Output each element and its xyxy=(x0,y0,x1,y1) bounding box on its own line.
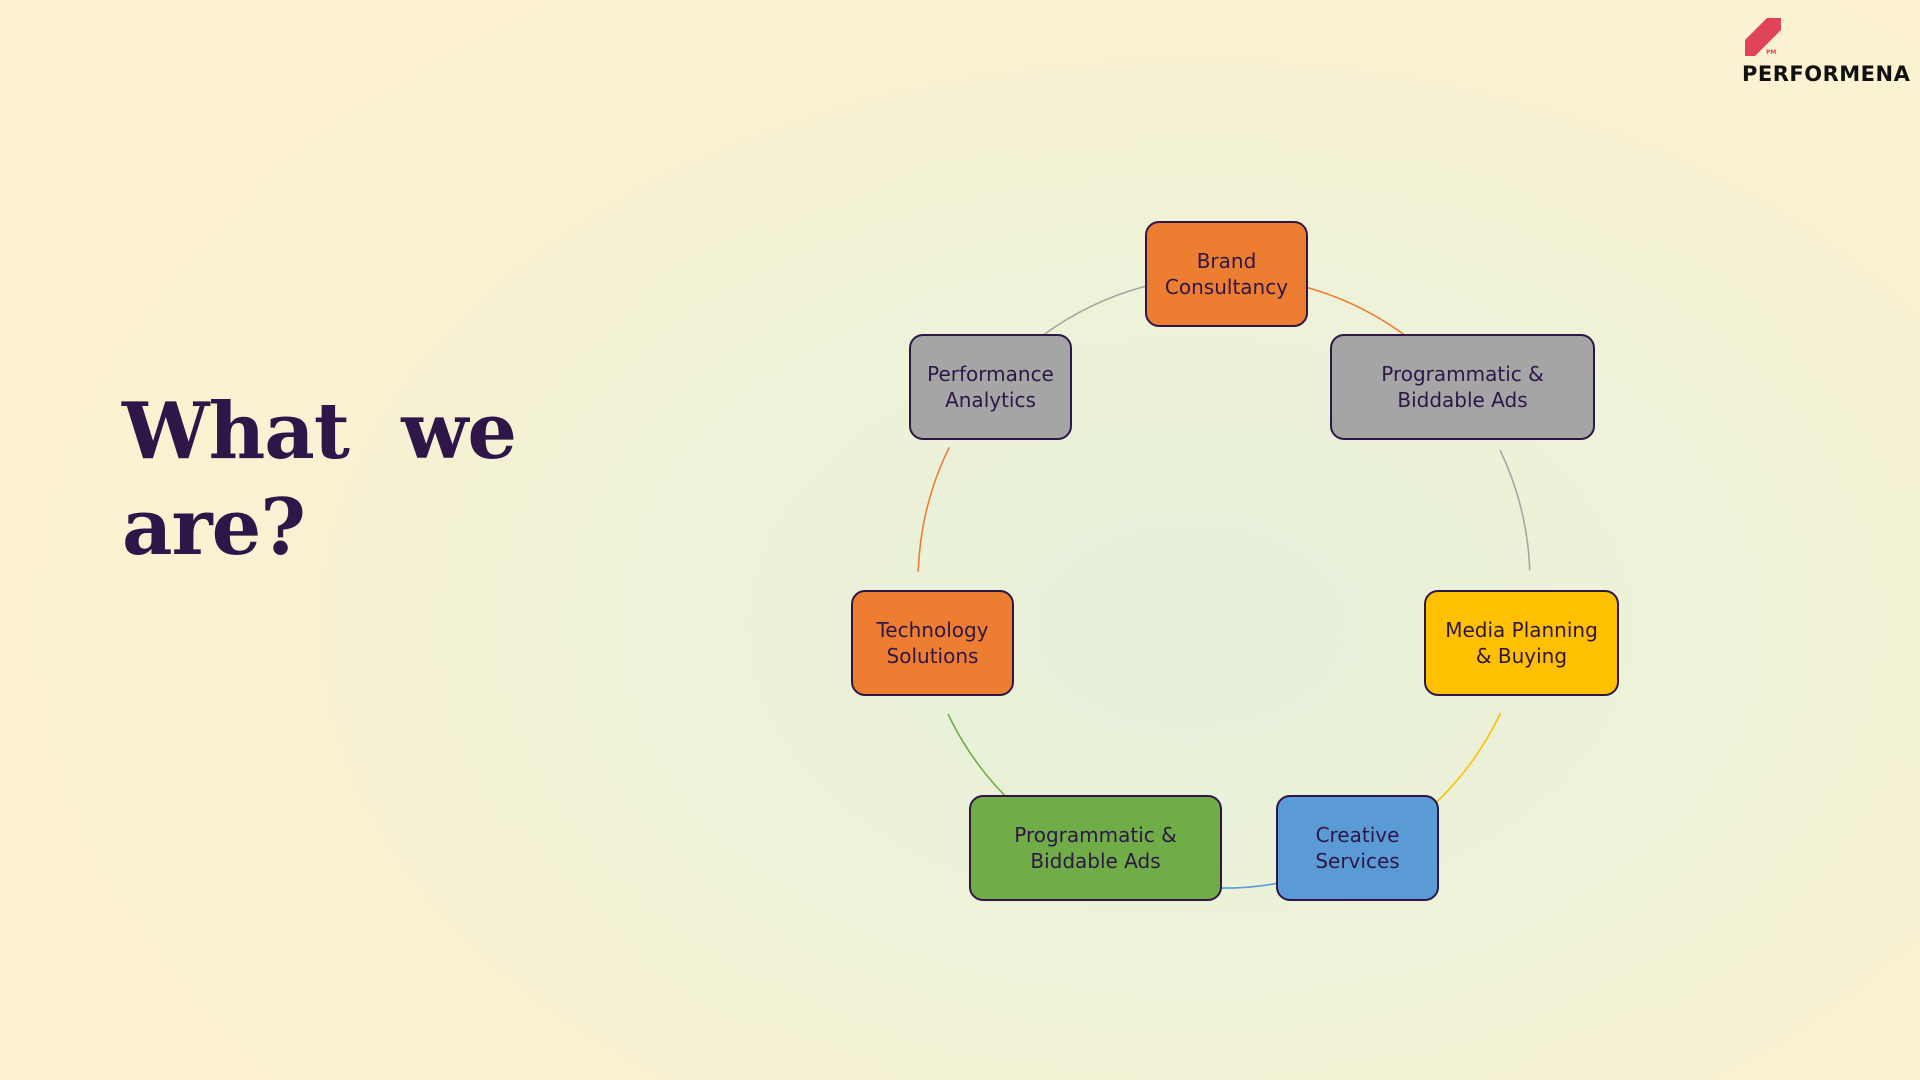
cycle-node-label: Programmatic & Biddable Ads xyxy=(1014,823,1177,873)
cycle-connector xyxy=(1499,449,1531,571)
page-title: What we are? xyxy=(122,386,517,573)
cycle-node: Programmatic & Biddable Ads xyxy=(1330,334,1595,440)
cycle-node-label: Technology Solutions xyxy=(876,618,989,668)
cycle-node-label: Performance Analytics xyxy=(927,362,1054,412)
cycle-connector xyxy=(1042,283,1154,337)
cycle-node: Brand Consultancy xyxy=(1145,221,1308,327)
cycle-node-label: Programmatic & Biddable Ads xyxy=(1381,362,1544,412)
cycle-node: Media Planning & Buying xyxy=(1424,590,1619,696)
logo-mark-icon xyxy=(1745,18,1781,56)
cycle-node: Technology Solutions xyxy=(851,590,1014,696)
cycle-node-label: Media Planning & Buying xyxy=(1445,618,1598,668)
cycle-node: Programmatic & Biddable Ads xyxy=(969,795,1222,901)
cycle-connector xyxy=(1298,284,1409,339)
cycle-node-label: Creative Services xyxy=(1315,823,1400,873)
cycle-node: Creative Services xyxy=(1276,795,1439,901)
logo-mark-text: PM xyxy=(1766,49,1777,56)
performena-logo: PM PERFORMENA xyxy=(1738,18,1911,92)
cycle-connector xyxy=(917,446,950,572)
cycle-node: Performance Analytics xyxy=(909,334,1072,440)
logo-wordmark: PERFORMENA xyxy=(1742,62,1911,86)
cycle-node-label: Brand Consultancy xyxy=(1164,249,1289,299)
